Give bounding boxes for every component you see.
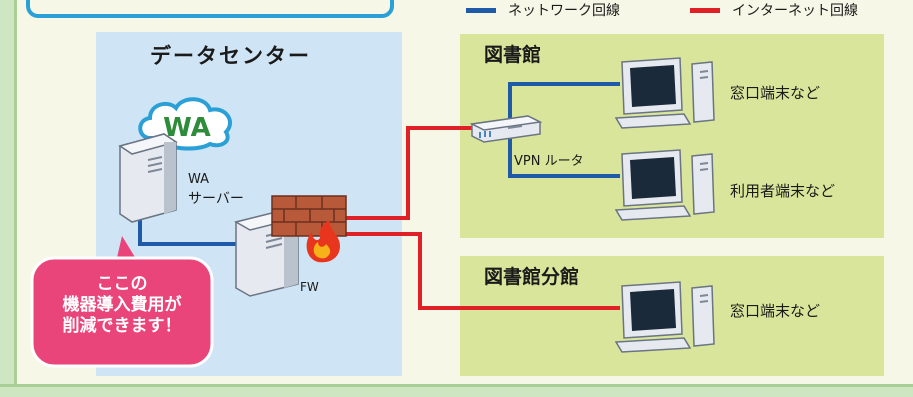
- legend-internet-swatch: [690, 8, 720, 13]
- fw-branch-internet-line: [346, 232, 620, 310]
- branch-terminal-label: 窓口端末など: [730, 302, 821, 320]
- top-frame-tab: [26, 0, 394, 18]
- router-terminal1-line: [508, 82, 620, 122]
- library-title: 図書館: [484, 44, 542, 66]
- wa-server-icon: [118, 133, 178, 223]
- callout-line-3: 削減できます！: [62, 316, 182, 336]
- library-terminal-1-icon: [614, 57, 715, 129]
- branch-library-title: 図書館分館: [484, 266, 580, 288]
- callout-line-2: 機器導入費用が: [62, 295, 182, 315]
- callout-line-1: ここの: [96, 274, 148, 294]
- fw-label: FW: [300, 280, 319, 294]
- library-terminal-2-icon: [614, 149, 715, 221]
- callout-bubble: [30, 236, 214, 368]
- library-terminal-2-label: 利用者端末など: [730, 182, 836, 200]
- branch-terminal-icon: [614, 281, 715, 353]
- network-lines: [138, 82, 620, 246]
- callout-text: ここの 機器導入費用が 削減できます！: [32, 274, 212, 337]
- fw-library-internet-line: [346, 126, 476, 220]
- fire-icon: [306, 220, 340, 263]
- wa-server-label-line2: サーバー: [188, 191, 244, 207]
- firewall-brick-icon: [271, 195, 347, 237]
- library-terminal-1-label: 窓口端末など: [730, 84, 821, 102]
- legend-internet-label: インターネット回線: [732, 3, 858, 19]
- page-left-border: [0, 0, 17, 394]
- datacenter-title: データセンター: [150, 44, 311, 68]
- legend-network-label: ネットワーク回線: [508, 3, 620, 19]
- internet-lines: [346, 126, 620, 310]
- router-terminal2-line: [508, 134, 620, 178]
- legend-network-swatch: [466, 8, 496, 13]
- vpn-router-icon: [469, 115, 543, 143]
- wa-server-label-line1: WA: [188, 172, 210, 187]
- wa-fw-line: [138, 212, 238, 246]
- vpn-router-label: VPN ルータ: [514, 154, 584, 169]
